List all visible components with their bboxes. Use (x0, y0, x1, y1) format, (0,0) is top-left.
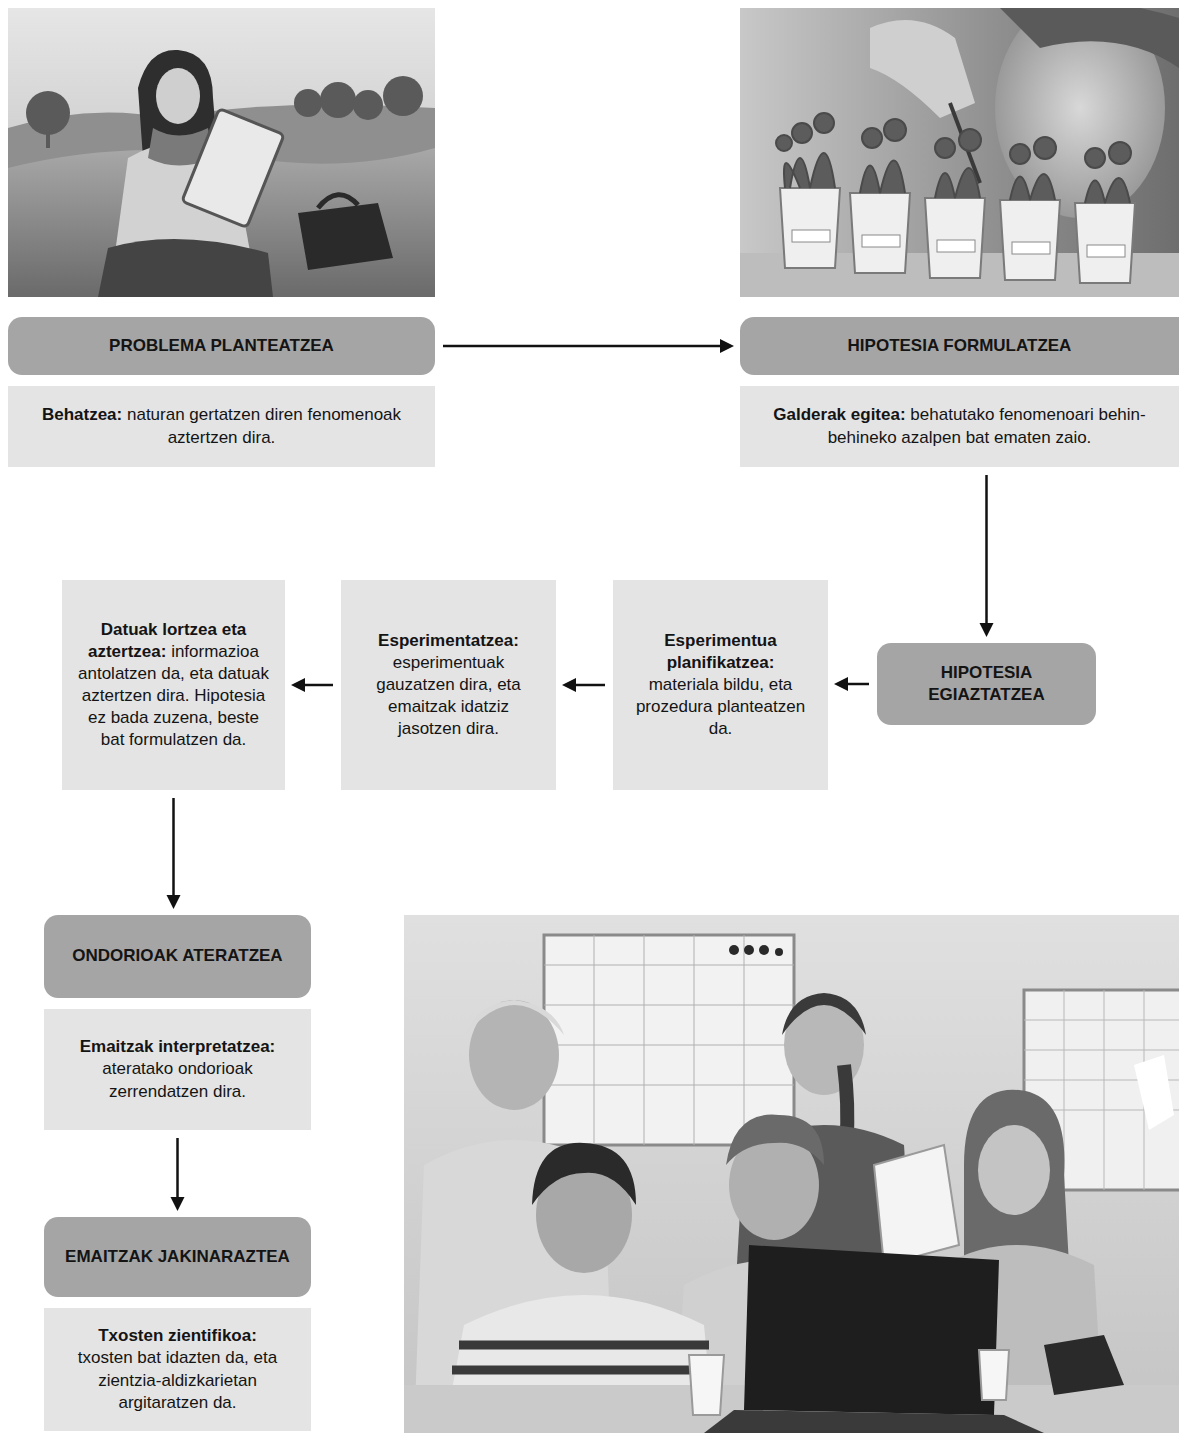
team-photo (404, 915, 1179, 1433)
step-title: HIPOTESIA FORMULATZEA (848, 336, 1072, 355)
text-wrap: HIPOTESIA FORMULATZEA (754, 335, 1165, 357)
arrow-line (846, 683, 869, 686)
text-wrap: Behatzea: naturan gertatzen diren fenomen… (22, 404, 421, 448)
arrow-head (980, 623, 994, 637)
flow-arrow (291, 678, 333, 692)
step-name: Esperimentatzea: (355, 630, 542, 652)
step-description-box: Esperimentua planifikatzea:materiala bil… (613, 580, 828, 790)
text-wrap: PROBLEMA PLANTEATZEA (22, 335, 421, 357)
step-title: PROBLEMA PLANTEATZEA (109, 336, 334, 355)
step-heading-box: HIPOTESIA EGIAZTATZEA (877, 643, 1096, 725)
step-description-box: Esperimentatzea:esperimentuak gauzatzen … (341, 580, 556, 790)
step-name: Galderak egitea: (773, 405, 905, 424)
flow-arrow (443, 339, 734, 353)
step-description-box: Galderak egitea:behatutako fenomenoari b… (740, 386, 1179, 467)
step-heading-box: HIPOTESIA FORMULATZEA (740, 317, 1179, 375)
step-heading-box: EMAITZAK JAKINARAZTEA (44, 1217, 311, 1297)
text-wrap: Datuak lortzea eta aztertzea:informazioa… (76, 619, 271, 752)
step-description: ateratako ondorioak zerrendatzen dira. (102, 1059, 252, 1100)
arrow-line (985, 475, 988, 625)
text-wrap: Txosten zientifikoa:txosten bat idazten … (58, 1325, 297, 1413)
flow-arrow (834, 677, 869, 691)
step-description-box: Behatzea: naturan gertatzen diren fenomen… (8, 386, 435, 467)
step-description: esperimentuak gauzatzen dira, eta emaitz… (376, 653, 521, 738)
arrow-line (172, 798, 175, 897)
arrow-head (720, 339, 734, 353)
step-name: Txosten zientifikoa: (58, 1325, 297, 1347)
step-title: EMAITZAK JAKINARAZTEA (65, 1247, 290, 1266)
flow-arrow (980, 475, 994, 637)
step-description-box: Txosten zientifikoa:txosten bat idazten … (44, 1308, 311, 1431)
step-description: materiala bildu, eta prozedura planteatz… (636, 675, 805, 738)
flow-arrow (171, 1138, 185, 1211)
step-description-box: Datuak lortzea eta aztertzea:informazioa… (62, 580, 285, 790)
lab-photo (740, 0, 1179, 297)
text-wrap: Galderak egitea:behatutako fenomenoari b… (754, 404, 1165, 448)
step-name: Esperimentua planifikatzea: (627, 630, 814, 674)
flow-arrow (167, 798, 181, 909)
text-wrap: HIPOTESIA EGIAZTATZEA (891, 662, 1082, 706)
step-description-box: Emaitzak interpretatzea:ateratako ondori… (44, 1009, 311, 1130)
step-name: Behatzea: (42, 405, 122, 424)
arrow-line (303, 684, 333, 687)
text-wrap: Esperimentatzea:esperimentuak gauzatzen … (355, 630, 542, 740)
text-wrap: EMAITZAK JAKINARAZTEA (58, 1246, 297, 1268)
text-wrap: Emaitzak interpretatzea:ateratako ondori… (58, 1036, 297, 1102)
step-description: naturan gertatzen diren fenomenoak azter… (127, 405, 401, 446)
arrow-line (574, 684, 605, 687)
step-description: txosten bat idazten da, eta zientzia-ald… (78, 1348, 277, 1411)
step-heading-box: ONDORIOAK ATERATZEA (44, 915, 311, 998)
arrow-head (834, 677, 848, 691)
step-name: Emaitzak interpretatzea: (58, 1036, 297, 1058)
arrow-head (167, 895, 181, 909)
arrow-line (176, 1138, 179, 1199)
step-title: HIPOTESIA EGIAZTATZEA (928, 663, 1044, 704)
arrow-head (171, 1197, 185, 1211)
step-title: ONDORIOAK ATERATZEA (72, 946, 282, 965)
arrow-line (443, 345, 722, 348)
text-wrap: Esperimentua planifikatzea:materiala bil… (627, 630, 814, 740)
text-wrap: ONDORIOAK ATERATZEA (58, 945, 297, 967)
arrow-head (562, 678, 576, 692)
field-photo (8, 8, 435, 297)
arrow-head (291, 678, 305, 692)
step-heading-box: PROBLEMA PLANTEATZEA (8, 317, 435, 375)
flow-arrow (562, 678, 605, 692)
